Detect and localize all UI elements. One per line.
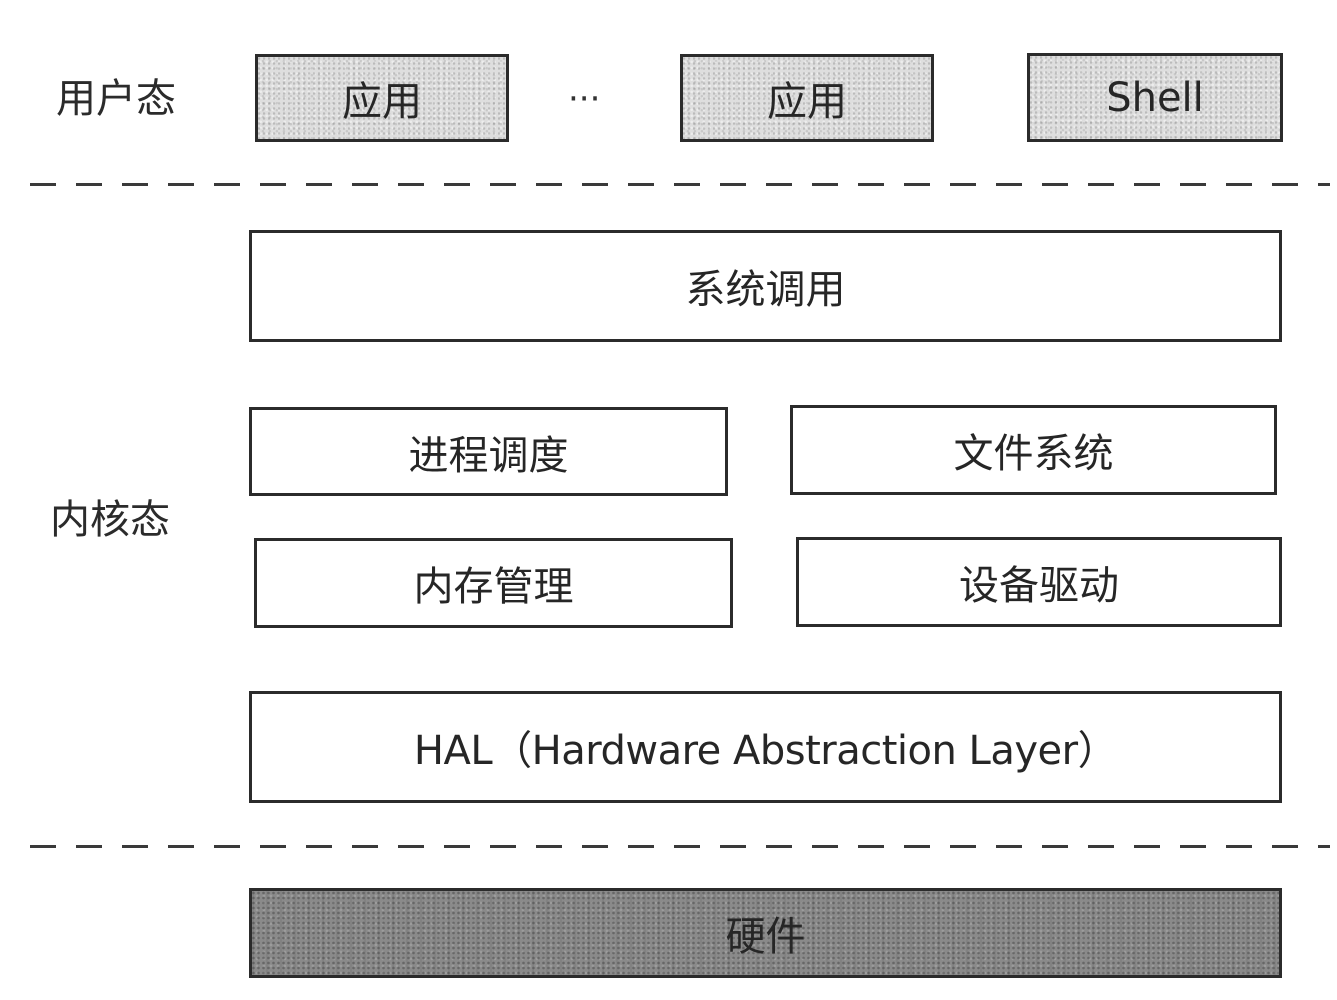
hardware-box: 硬件 xyxy=(249,888,1282,978)
hal-box-label: HAL（Hardware Abstraction Layer） xyxy=(413,728,1118,774)
kernel-hardware-divider xyxy=(30,845,1330,848)
app-box-1: 应用 xyxy=(255,54,509,142)
hal-box: HAL（Hardware Abstraction Layer） xyxy=(249,691,1282,803)
syscall-box: 系统调用 xyxy=(249,230,1282,342)
shell-box-label: Shell xyxy=(1106,74,1204,121)
user-kernel-divider xyxy=(30,183,1330,186)
app-box-1-label: 应用 xyxy=(342,79,422,125)
kernel-mode-label: 内核态 xyxy=(50,497,170,543)
process-scheduling-box: 进程调度 xyxy=(249,407,728,496)
file-system-label: 文件系统 xyxy=(953,431,1114,477)
process-scheduling-label: 进程调度 xyxy=(408,432,569,479)
app-box-2-label: 应用 xyxy=(767,79,847,125)
device-driver-label: 设备驱动 xyxy=(959,563,1119,609)
apps-ellipsis: ··· xyxy=(568,79,601,119)
memory-management-box: 内存管理 xyxy=(254,538,733,628)
user-mode-label: 用户态 xyxy=(56,76,176,122)
memory-management-label: 内存管理 xyxy=(413,564,574,610)
hardware-box-label: 硬件 xyxy=(725,914,806,960)
shell-box: Shell xyxy=(1027,53,1283,142)
syscall-box-label: 系统调用 xyxy=(685,267,846,313)
device-driver-box: 设备驱动 xyxy=(796,537,1282,627)
file-system-box: 文件系统 xyxy=(790,405,1277,495)
app-box-2: 应用 xyxy=(680,54,934,142)
